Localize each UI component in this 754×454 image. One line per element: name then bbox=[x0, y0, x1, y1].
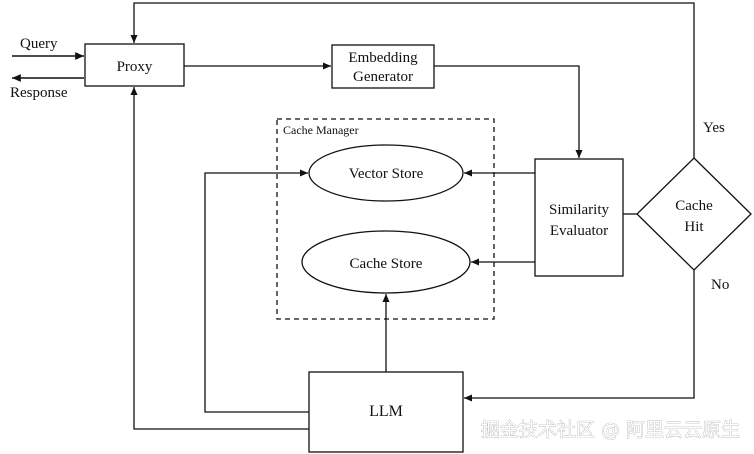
embedding-to-similarity-arrow bbox=[434, 65, 583, 158]
llm-label: LLM bbox=[369, 403, 403, 420]
similarity-evaluator-label-line2: Evaluator bbox=[550, 223, 608, 239]
similarity-evaluator-box bbox=[534, 158, 624, 277]
proxy-box bbox=[84, 43, 185, 87]
vector-store-label: Vector Store bbox=[349, 166, 424, 182]
no-label: No bbox=[711, 277, 729, 293]
embedding-generator-box bbox=[331, 44, 435, 89]
cache-manager-label: Cache Manager bbox=[283, 123, 359, 137]
cache-store-label: Cache Store bbox=[350, 256, 423, 272]
cache-hit-label-line2: Hit bbox=[684, 219, 704, 235]
yes-label: Yes bbox=[703, 120, 725, 136]
no-path-to-llm-arrow bbox=[464, 270, 695, 402]
query-label: Query bbox=[20, 36, 58, 52]
cache-hit-label-line1: Cache bbox=[675, 198, 713, 214]
cache-store-node bbox=[301, 230, 471, 294]
yes-path-to-proxy-arrow bbox=[130, 2, 695, 158]
cache-hit-decision bbox=[636, 157, 752, 271]
similarity-evaluator-label-line1: Similarity bbox=[549, 202, 610, 218]
embedding-generator-label-line2: Generator bbox=[353, 69, 413, 85]
llm-to-vector-store-arrow bbox=[204, 169, 309, 413]
response-label: Response bbox=[10, 85, 68, 101]
proxy-label: Proxy bbox=[117, 59, 153, 75]
vector-store-node bbox=[308, 144, 464, 202]
embedding-generator-label-line1: Embedding bbox=[348, 50, 418, 66]
watermark-text: 掘金技术社区 @ 阿里云云原生 bbox=[481, 419, 740, 441]
llm-to-proxy-arrow bbox=[130, 87, 309, 430]
